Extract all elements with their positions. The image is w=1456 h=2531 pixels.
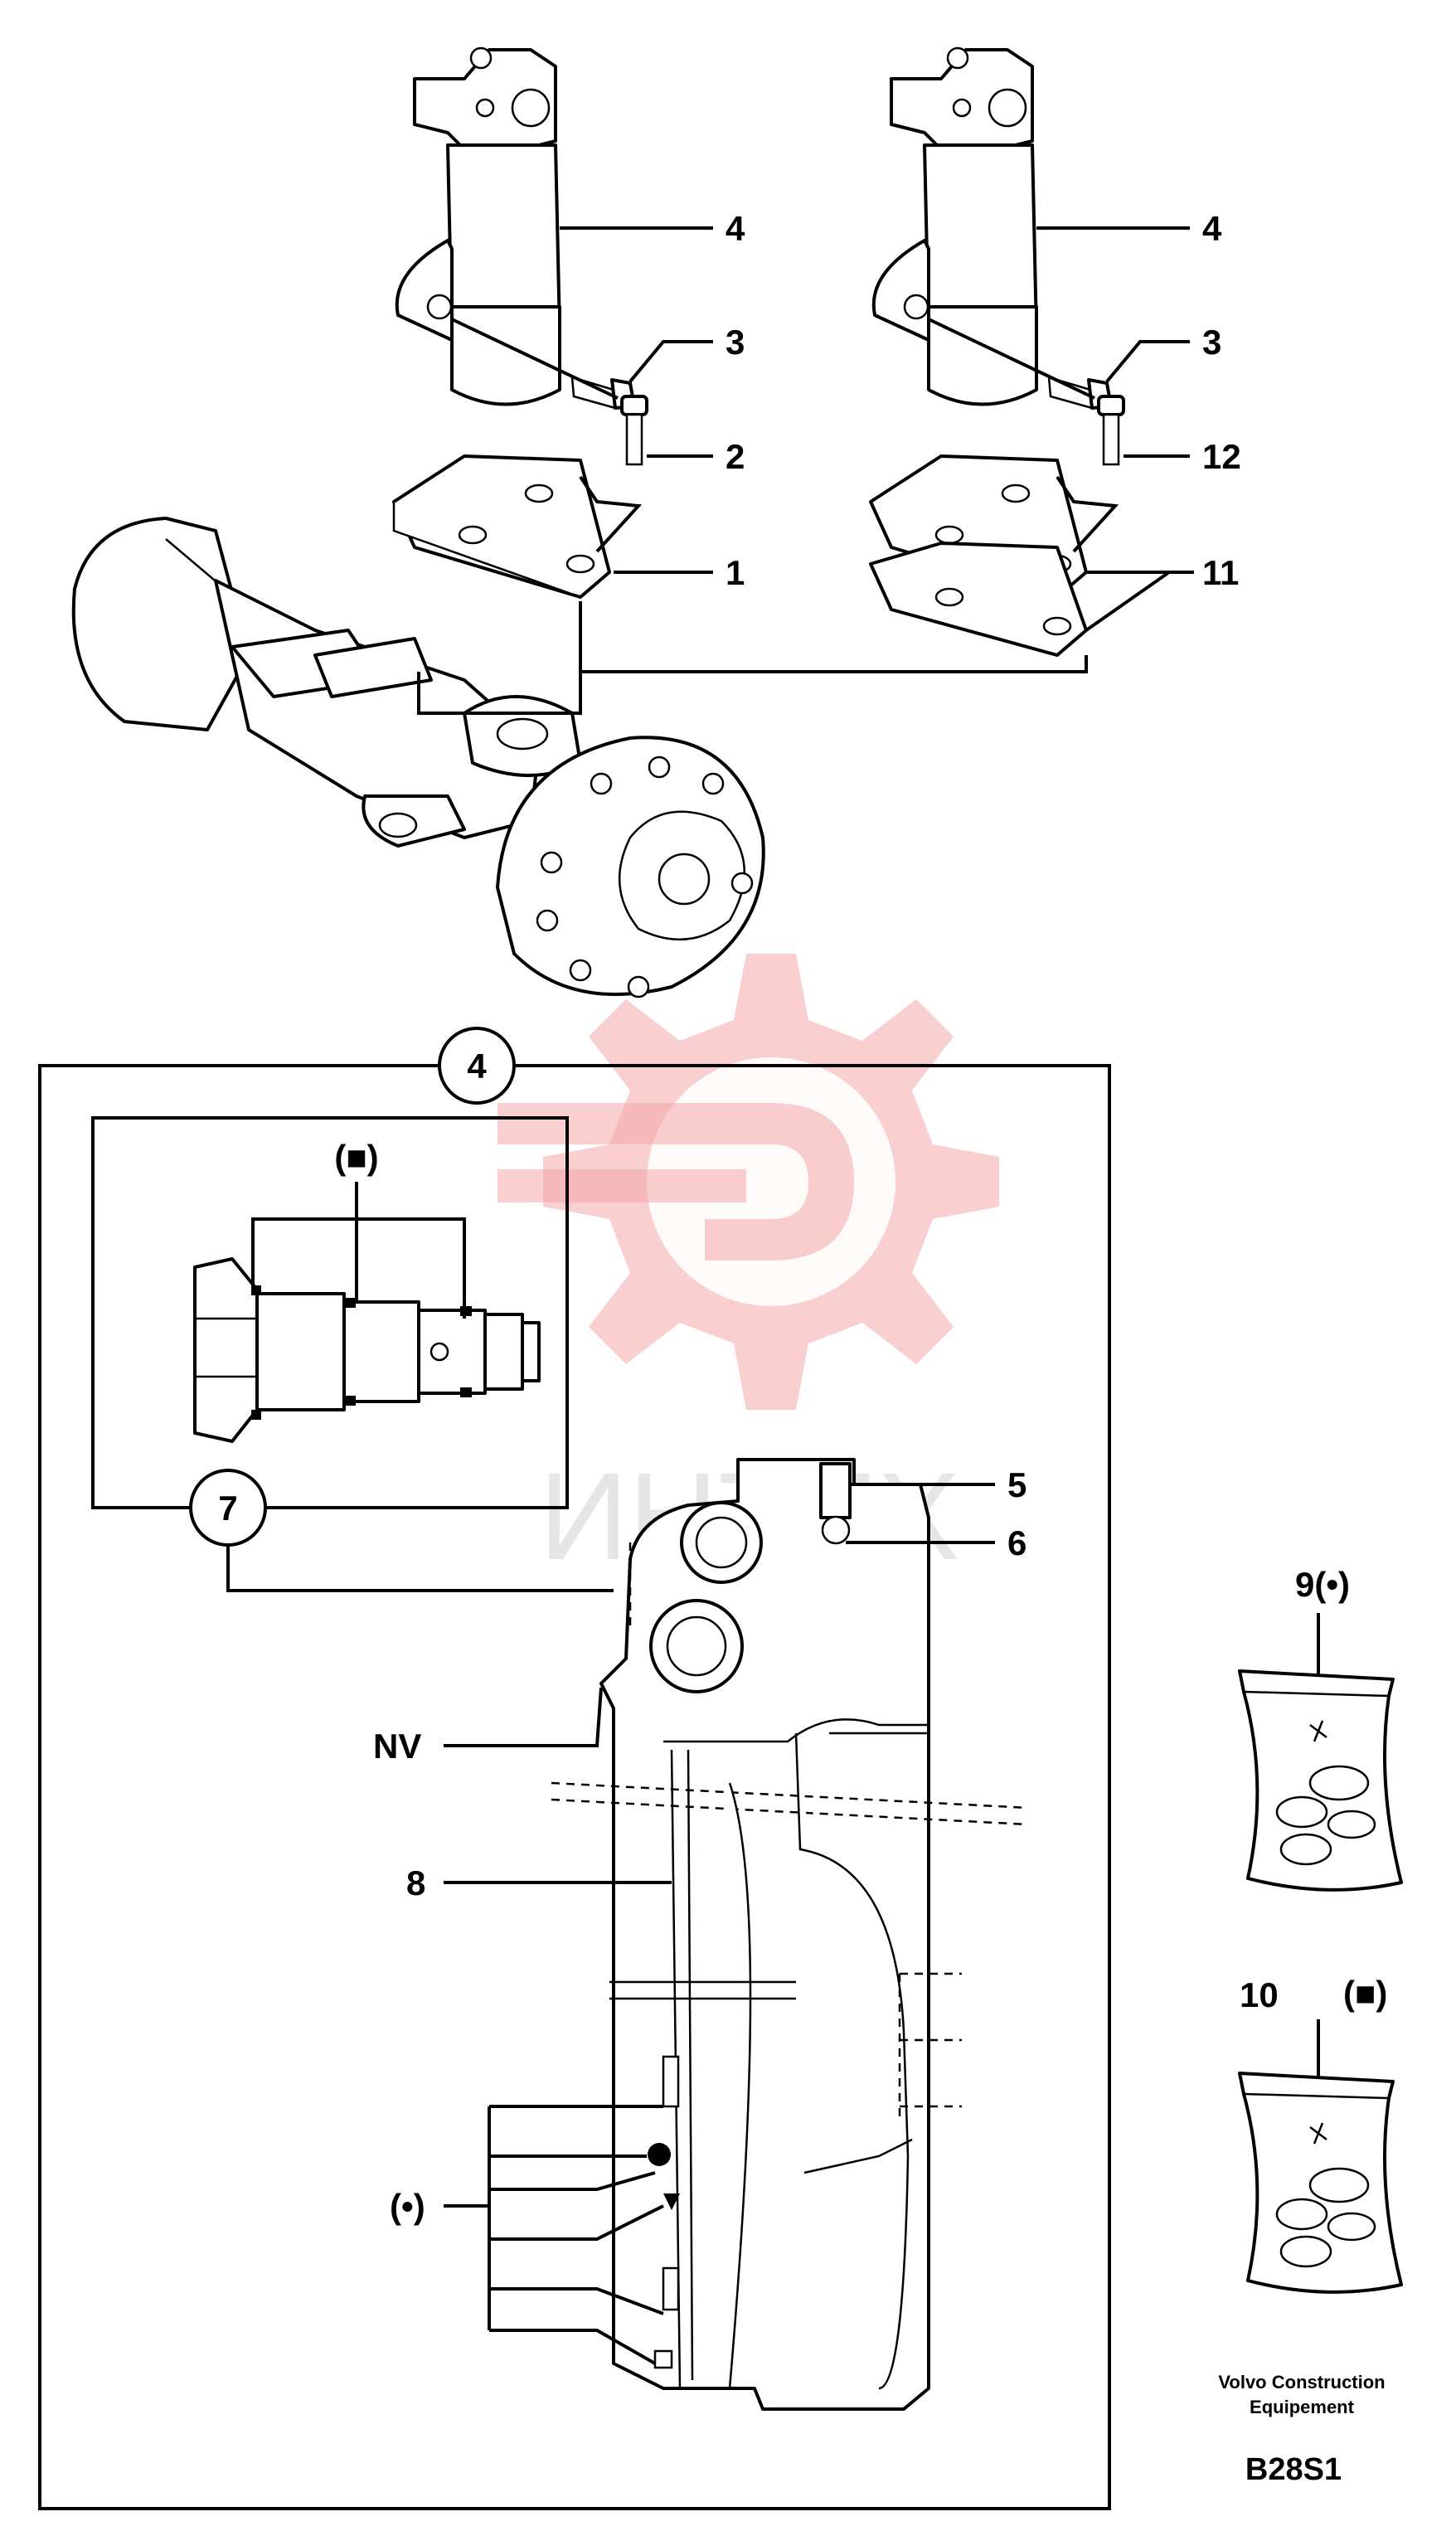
callout-4-text: 4 [467, 1047, 487, 1086]
label-5: 5 [1007, 1465, 1026, 1504]
drawing-code: B28S1 [1245, 2452, 1342, 2487]
top-leaders [417, 226, 1194, 715]
label-square-top: (■) [334, 1138, 378, 1177]
leader-7 [226, 1545, 614, 1592]
label-3-left: 3 [726, 323, 745, 362]
label-NV: NV [373, 1727, 421, 1766]
callout-circle-4 [438, 1027, 516, 1105]
detail-frame-4 [38, 1064, 1111, 2510]
label-10-square: (■) [1343, 1974, 1387, 2013]
seal-kit-bag-10 [1238, 2072, 1403, 2294]
callout-7-text: 7 [218, 1489, 237, 1528]
leader-dot-4 [489, 2204, 664, 2241]
label-8: 8 [406, 1863, 425, 1902]
inset-frame-7 [91, 1116, 569, 1509]
valve-cartridge [193, 1257, 541, 1443]
label-10: 10 [1240, 1975, 1279, 2014]
label-dot: (•) [390, 2187, 425, 2226]
watermark-logo [497, 954, 999, 1410]
label-4-left: 4 [726, 209, 745, 248]
label-11: 11 [1202, 553, 1239, 592]
label-12: 12 [1202, 437, 1241, 476]
label-2: 2 [726, 437, 745, 476]
label-3-right: 3 [1202, 323, 1221, 362]
brand-line-2: Equipement [1250, 2397, 1355, 2417]
label-6: 6 [1007, 1523, 1026, 1562]
label-1: 1 [726, 553, 745, 592]
leader-dot-6 [489, 2329, 656, 2365]
plate-1 [392, 454, 611, 599]
label-9: 9(•) [1295, 1565, 1350, 1604]
seal-kit-bag-9 [1238, 1669, 1403, 1892]
screw-12 [1097, 395, 1125, 466]
axle-assembly [71, 517, 765, 998]
leader-dot-5 [489, 2287, 664, 2315]
valve-body [551, 1458, 1029, 2411]
leader-square-top [251, 1217, 466, 1319]
brand-line-1: Volvo Construction [1218, 2372, 1385, 2393]
cylinder-right [871, 46, 1038, 406]
leader-dot-3 [489, 2171, 656, 2191]
leader-NV [444, 1687, 603, 1747]
screw-2 [620, 395, 648, 466]
cylinder-left [395, 46, 561, 406]
plates-11 [869, 454, 1088, 657]
label-4-right: 4 [1202, 209, 1222, 248]
